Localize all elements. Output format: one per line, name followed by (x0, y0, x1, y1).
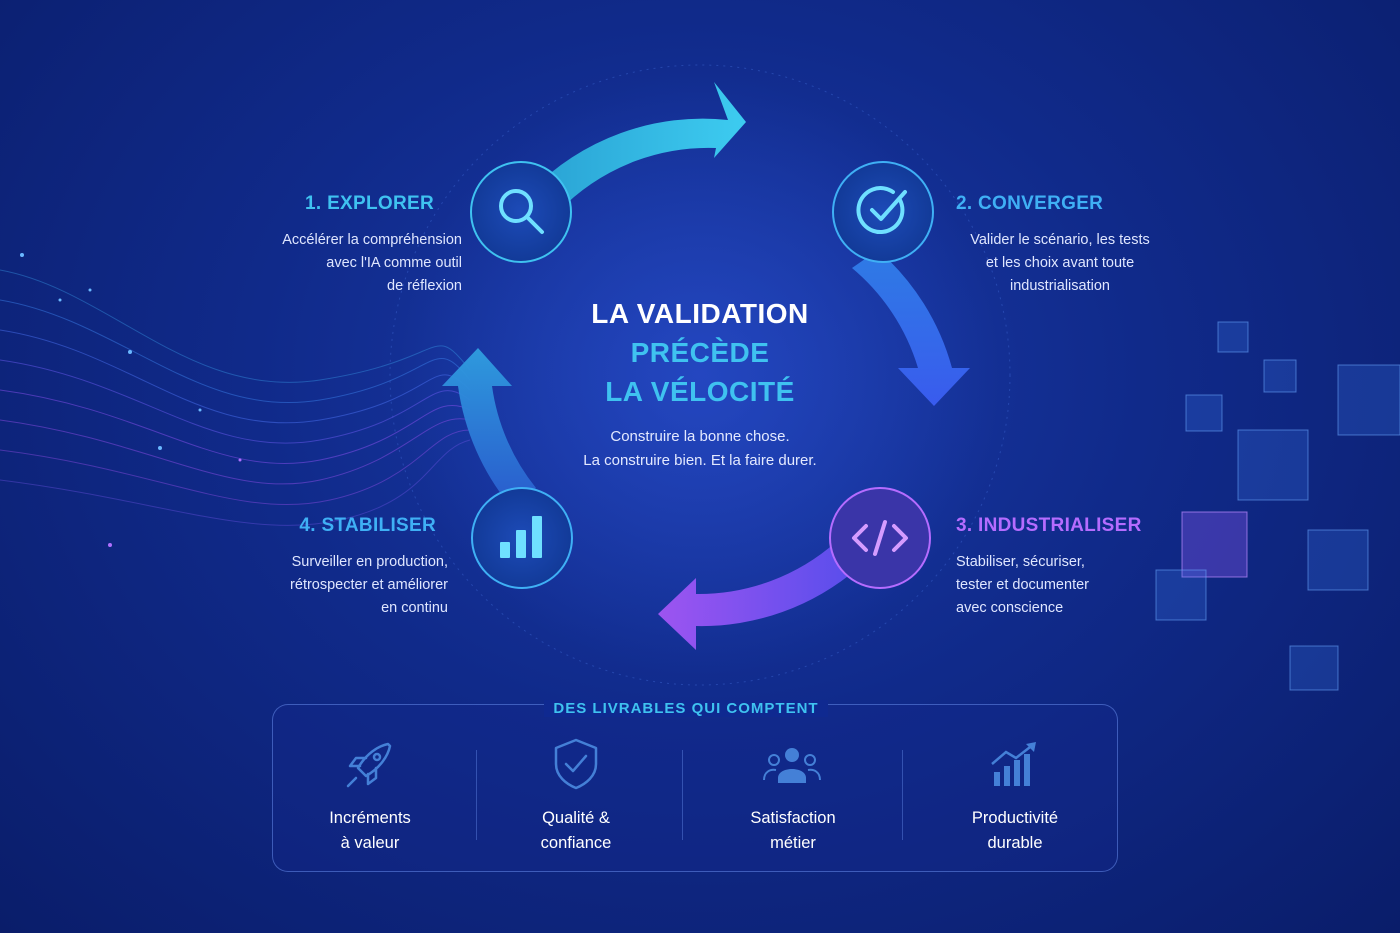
divider (682, 750, 683, 840)
center-title-line-2: PRÉCÈDE (630, 337, 770, 368)
wave-lines-decoration (0, 269, 471, 526)
deliverables-title: DES LIVRABLES QUI COMPTENT (544, 700, 828, 717)
shield-check-icon (554, 738, 598, 790)
center-subtitle-line-2: La construire bien. Et la faire durer. (583, 452, 817, 469)
deliverable-satisfaction: Satisfaction métier (703, 800, 883, 856)
step-3-title: 3. INDUSTRIALISER (956, 515, 1142, 536)
step-2-title: 2. CONVERGER (956, 193, 1104, 214)
deliverable-label: Productivité durable (971, 809, 1059, 852)
team-icon (763, 748, 821, 783)
deliverable-increments: Incréments à valeur (280, 800, 460, 856)
divider (476, 750, 477, 840)
center-title-line-1: LA VALIDATION (591, 298, 809, 329)
center-subtitle-line-1: Construire la bonne chose. (610, 428, 790, 445)
deliverable-quality: Qualité & confiance (486, 800, 666, 856)
arrow-arc-converger-to-industrialiser (852, 250, 970, 406)
code-icon (852, 520, 908, 556)
step-3-description: Stabiliser, sécuriser, tester et documen… (956, 554, 1089, 616)
arrow-arc-explorer-to-converger (530, 82, 746, 212)
arrow-arc-industrialiser-to-stabiliser (658, 542, 858, 650)
arrow-arc-stabiliser-to-explorer (442, 348, 536, 508)
deliverable-label: Incréments à valeur (329, 809, 411, 852)
step-4-description: Surveiller en production, rétrospecter e… (290, 554, 448, 616)
step-4-title: 4. STABILISER (299, 515, 436, 536)
bar-chart-icon (500, 516, 542, 558)
divider (902, 750, 903, 840)
step-2-description: Valider le scénario, les tests et les ch… (970, 232, 1150, 294)
rocket-icon (346, 742, 392, 788)
particle-dots (20, 253, 242, 547)
cube-decoration (1155, 321, 1400, 691)
step-1-title: 1. EXPLORER (305, 193, 434, 214)
deliverable-label: Satisfaction métier (750, 809, 836, 852)
center-title-line-3: LA VÉLOCITÉ (605, 376, 795, 407)
deliverable-label: Qualité & confiance (540, 809, 612, 852)
step-1-description: Accélérer la compréhension avec l'IA com… (282, 232, 462, 294)
deliverable-productivity: Productivité durable (925, 800, 1105, 856)
growth-chart-icon (991, 742, 1036, 786)
check-circle-icon (856, 186, 907, 235)
search-icon (499, 189, 544, 234)
